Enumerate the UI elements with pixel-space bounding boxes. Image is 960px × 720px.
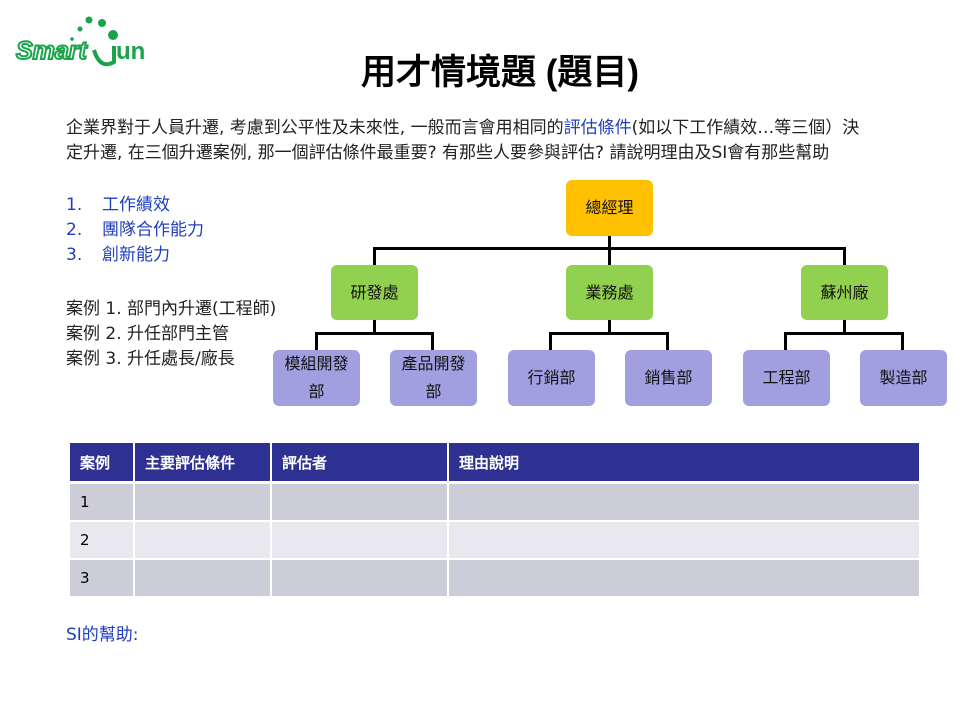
cell-case: 1	[70, 482, 135, 522]
criteria-label: 工作績效	[102, 195, 170, 215]
cell-reason[interactable]	[448, 521, 919, 560]
intro-text-after: (如以下工作績效…等三個）決定升遷, 在三個升遷案例, 那一個評估條件最重要? …	[66, 118, 860, 163]
cases-list: 案例 1. 部門內升遷(工程師) 案例 2. 升任部門主管 案例 3. 升任處長…	[66, 297, 276, 372]
connector	[784, 332, 902, 335]
cell-evaluator[interactable]	[271, 521, 449, 560]
org-node-suzhou-plant: 蘇州廠	[801, 265, 888, 320]
case-item: 案例 3. 升任處長/廠長	[66, 349, 235, 369]
column-header-criteria: 主要評估條件	[134, 443, 272, 484]
connector	[608, 320, 611, 333]
org-node-marketing: 行銷部	[508, 350, 595, 406]
criteria-number: 3.	[66, 245, 83, 265]
criteria-item: 2. 團隊合作能力	[66, 218, 204, 243]
column-header-reason: 理由說明	[448, 443, 919, 484]
table-row: 1	[70, 482, 919, 522]
connector	[373, 247, 376, 265]
cell-evaluator[interactable]	[271, 559, 449, 598]
connector	[666, 332, 669, 350]
org-node-general-manager: 總經理	[566, 180, 653, 236]
page-title: 用才情境題 (題目)	[360, 53, 640, 92]
connector	[784, 332, 787, 350]
cell-reason[interactable]	[448, 482, 919, 522]
connector	[608, 236, 611, 248]
cell-reason[interactable]	[448, 559, 919, 598]
criteria-item: 3. 創新能力	[66, 243, 204, 268]
column-header-case: 案例	[70, 443, 135, 484]
criteria-label: 創新能力	[102, 245, 170, 265]
cell-case: 2	[70, 521, 135, 560]
connector	[843, 247, 846, 265]
org-node-sales: 銷售部	[625, 350, 712, 406]
table-row: 3	[70, 559, 919, 598]
connector	[431, 332, 434, 350]
column-header-evaluator: 評估者	[271, 443, 449, 484]
criteria-list: 1. 工作績效 2. 團隊合作能力 3. 創新能力	[66, 193, 204, 268]
criteria-item: 1. 工作績效	[66, 193, 204, 218]
org-node-manufacturing: 製造部	[860, 350, 947, 406]
connector	[549, 332, 552, 350]
criteria-number: 1.	[66, 195, 83, 215]
cell-evaluator[interactable]	[271, 482, 449, 522]
cell-criteria[interactable]	[134, 521, 272, 560]
case-item: 案例 2. 升任部門主管	[66, 324, 230, 344]
smartun-logo: Smart un	[14, 12, 149, 72]
si-help-label: SI的幫助:	[66, 625, 139, 645]
intro-text-before: 企業界對于人員升遷, 考慮到公平性及未來性, 一般而言會用相同的	[66, 118, 564, 138]
intro-highlight: 評估條件	[563, 118, 632, 138]
logo-suffix: un	[116, 38, 145, 65]
criteria-label: 團隊合作能力	[102, 220, 204, 240]
cell-criteria[interactable]	[134, 482, 272, 522]
connector	[315, 332, 433, 335]
connector	[901, 332, 904, 350]
case-item: 案例 1. 部門內升遷(工程師)	[66, 299, 277, 319]
org-node-engineering: 工程部	[743, 350, 830, 406]
logo-text: Smart	[16, 37, 89, 65]
cell-case: 3	[70, 559, 135, 598]
cell-criteria[interactable]	[134, 559, 272, 598]
connector	[373, 320, 376, 333]
org-node-rd-division: 研發處	[331, 265, 418, 320]
connector	[549, 332, 667, 335]
connector	[843, 320, 846, 333]
table-row: 2	[70, 521, 919, 560]
evaluation-table: 案例 主要評估條件 評估者 理由說明 1 2 3	[70, 443, 919, 598]
table-header-row: 案例 主要評估條件 評估者 理由說明	[70, 443, 919, 484]
org-node-module-dev: 模組開發部	[273, 350, 360, 406]
connector	[608, 247, 611, 265]
org-node-product-dev: 產品開發部	[390, 350, 477, 406]
criteria-number: 2.	[66, 220, 83, 240]
org-node-sales-division: 業務處	[566, 265, 653, 320]
intro-paragraph: 企業界對于人員升遷, 考慮到公平性及未來性, 一般而言會用相同的評估條件(如以下…	[66, 116, 866, 166]
connector	[315, 332, 318, 350]
